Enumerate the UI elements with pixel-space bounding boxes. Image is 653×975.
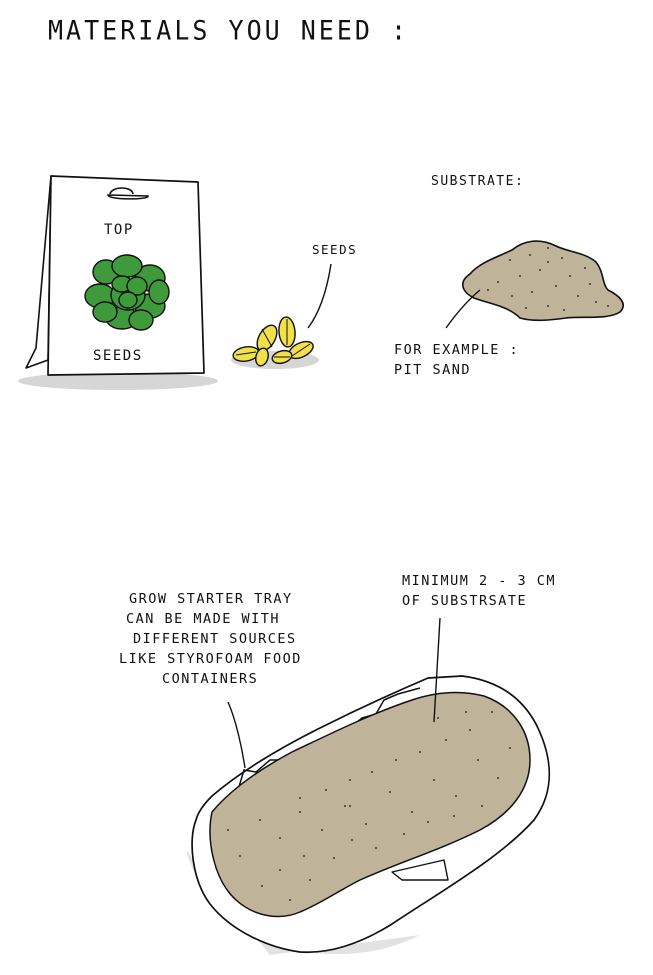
tray-pointer	[227, 701, 246, 769]
packet-top-label: TOP	[104, 222, 134, 238]
example-label-line1: FOR EXAMPLE :	[394, 342, 520, 358]
packet-seeds-label: SEEDS	[93, 348, 143, 364]
substrate-depth-pointer	[433, 617, 441, 723]
tray-label-line5: CONTAINERS	[162, 671, 259, 687]
tray-label-line3: DIFFERENT SOURCES	[133, 631, 297, 647]
seeds-label: SEEDS	[312, 242, 358, 257]
tray-label-line2: CAN BE MADE WITH	[126, 611, 281, 627]
minimum-label-line2: OF SUBSTRSATE	[402, 593, 528, 609]
succulent-icon	[84, 254, 170, 331]
example-label-line2: PIT SAND	[394, 362, 472, 378]
page-title: MATERIALS YOU NEED :	[48, 15, 410, 46]
sand-pointer	[445, 289, 481, 329]
minimum-label-line1: MINIMUM 2 - 3 CM	[402, 573, 557, 589]
seeds-pointer	[307, 263, 332, 329]
seed-packet	[18, 175, 218, 390]
seeds-pile	[231, 316, 319, 369]
tray-label-line1: GROW STARTER TRAY	[129, 591, 293, 607]
substrate-label: SUBSTRATE:	[431, 174, 525, 189]
tray-label-line4: LIKE STYROFOAM FOOD	[119, 651, 302, 667]
grow-tray	[186, 675, 551, 955]
sand-pile	[462, 240, 624, 322]
